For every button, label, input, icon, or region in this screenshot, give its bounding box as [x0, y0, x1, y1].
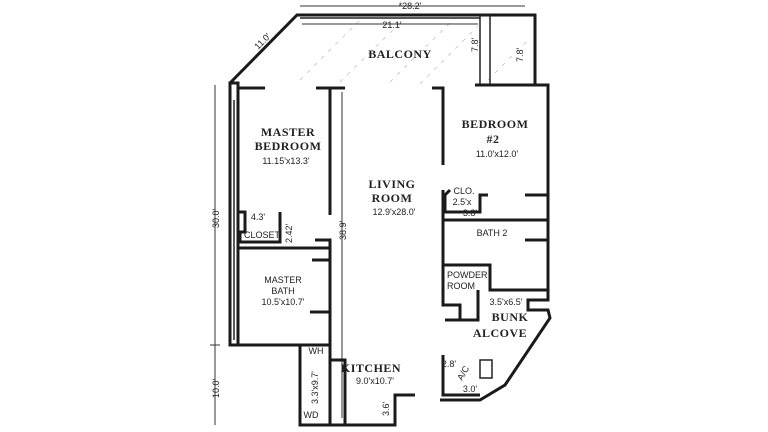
ac-depth: 3.0' — [463, 384, 478, 394]
closet-depth: 2.42' — [284, 223, 294, 243]
balcony-hatch — [299, 17, 529, 85]
powder-room-label-2: ROOM — [447, 281, 475, 291]
living-room-size: 12.9'x28.0' — [373, 207, 416, 217]
bath2-label: BATH 2 — [477, 228, 508, 238]
bedroom2-label: BEDROOM — [462, 117, 529, 131]
bedroom2-size: 11.0'x12.0' — [476, 149, 519, 159]
master-bath-label: MASTER — [264, 275, 302, 285]
closet2-size-2: 3.8' — [463, 208, 478, 218]
kitchen-size: 9.0'x10.7' — [356, 376, 394, 386]
balcony-depth-inner-label: 7.8' — [470, 37, 480, 52]
bunk-alcove-size: 3.5'x6.5' — [490, 297, 523, 307]
height-upper-label: 30.0' — [211, 208, 221, 228]
master-bedroom-label-2: BEDROOM — [255, 139, 322, 153]
dimension-lines — [210, 5, 525, 425]
closet-width: 4.3' — [251, 212, 266, 222]
laundry-label: WD — [304, 410, 319, 420]
ac-width: 2.8' — [442, 359, 457, 369]
master-bedroom-label: MASTER — [261, 125, 315, 139]
living-room-label-2: ROOM — [372, 191, 413, 205]
master-bedroom-size: 11.15'x13.3' — [262, 156, 310, 166]
living-depth-label: 38.9' — [338, 220, 348, 240]
master-bath-label-2: BATH — [271, 286, 294, 296]
walls — [228, 13, 552, 427]
height-lower-label: 10.0' — [211, 378, 221, 398]
laundry-size: 3.3'x9.7' — [310, 371, 320, 404]
powder-room-label: POWDER — [447, 270, 488, 280]
water-heater-label: WH — [309, 346, 324, 356]
balcony-depth-outer-label: 7.8' — [515, 47, 525, 62]
balcony-width-label: 21.1' — [382, 20, 402, 30]
bunk-alcove-label: BUNK — [492, 310, 529, 324]
bedroom2-label-2: #2 — [487, 132, 500, 146]
closet-label: CLOSET — [244, 230, 281, 240]
kitchen-counter: 3.6' — [381, 401, 391, 416]
balcony-label: BALCONY — [368, 47, 432, 61]
bunk-alcove-label-2: ALCOVE — [473, 326, 527, 340]
ac-label: A/C — [455, 364, 471, 382]
living-room-label: LIVING — [368, 177, 415, 191]
closet2-size: 2.5'x — [453, 197, 472, 207]
kitchen-label: KITCHEN — [341, 361, 401, 375]
closet2-label: CLO. — [453, 186, 474, 196]
overall-width-label: *28.2' — [399, 1, 422, 11]
master-bath-size: 10.5'x10.7' — [262, 297, 305, 307]
